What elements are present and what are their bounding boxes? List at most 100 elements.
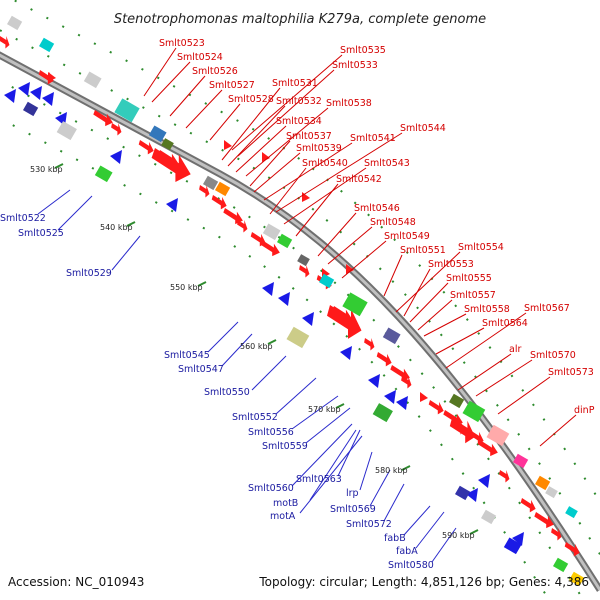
gene-label: Smlt0527 [209, 80, 255, 91]
forward-gene-arrow [428, 400, 444, 415]
gene-box [286, 326, 310, 349]
reverse-gene-arrow [30, 86, 42, 100]
gene-label: Smlt0528 [228, 94, 274, 105]
topology-label: Topology: circular; Length: 4,851,126 bp… [258, 575, 589, 589]
kbp-tick [469, 529, 479, 535]
leader-line-reverse [359, 451, 373, 491]
gene-box [148, 125, 167, 143]
leader-line-forward [497, 376, 551, 415]
gene-label: Smlt0580 [388, 560, 434, 571]
gene-label: Smlt0541 [350, 133, 396, 144]
forward-gene-arrow [564, 542, 580, 557]
reverse-gene-arrow [368, 374, 380, 388]
leader-line-forward [395, 251, 461, 313]
reverse-gene-arrow [278, 292, 290, 306]
forward-gene-arrow [478, 440, 498, 457]
gene-label: Smlt0526 [192, 66, 238, 77]
leader-line-reverse [291, 423, 353, 487]
gene-box [342, 292, 368, 317]
forward-gene-arrow [262, 152, 270, 162]
gene-label: Smlt0545 [164, 350, 210, 361]
forward-gene-arrow [223, 208, 243, 225]
forward-gene-arrow [138, 140, 154, 155]
gene-label: motA [270, 511, 296, 522]
gene-box [39, 37, 55, 53]
leader-line-forward [283, 167, 367, 225]
gene-label: Smlt0535 [340, 45, 386, 56]
forward-gene-arrow [224, 140, 232, 150]
gene-box [462, 400, 486, 423]
leader-line-reverse [221, 333, 253, 367]
gene-label: Smlt0564 [482, 318, 528, 329]
leader-line-forward [275, 132, 403, 213]
reverse-gene-arrow [166, 198, 178, 212]
gc-dot-line [0, 117, 551, 600]
leader-line-forward [235, 125, 287, 173]
gene-label: Smlt0533 [332, 60, 378, 71]
leader-line-forward [435, 327, 485, 355]
gene-box [297, 254, 310, 267]
gene-label: Smlt0554 [458, 242, 504, 253]
kbp-label: 550 kbp [170, 283, 203, 292]
forward-gene-arrow [111, 123, 122, 136]
gene-label: Smlt0538 [326, 98, 372, 109]
gene-label: Smlt0544 [400, 123, 446, 134]
forward-gene-arrow [401, 376, 412, 389]
gene-label: lrp [346, 488, 359, 499]
forward-gene-arrow [346, 264, 354, 274]
forward-gene-arrow [520, 498, 536, 513]
leader-line-reverse [309, 429, 357, 501]
leader-line-reverse [111, 235, 141, 271]
gene-label: Smlt0567 [524, 303, 570, 314]
map-title: Stenotrophomonas maltophilia K279a, comp… [114, 12, 486, 27]
forward-gene-arrow [93, 110, 113, 127]
reverse-gene-arrow [512, 532, 524, 546]
reverse-gene-arrow [302, 312, 314, 326]
forward-gene-arrow [364, 338, 375, 351]
reverse-gene-arrow [340, 346, 352, 360]
gene-label: Smlt0563 [296, 474, 342, 485]
gene-label: Smlt0569 [330, 504, 376, 515]
leader-line-forward [409, 282, 449, 323]
kbp-label: 590 kbp [442, 531, 475, 540]
kbp-label: 570 kbp [308, 405, 341, 414]
leader-line-reverse [275, 377, 317, 415]
leader-line-forward [249, 140, 291, 187]
leader-line-reverse [305, 407, 351, 444]
leader-line-forward [341, 240, 387, 279]
leader-line-forward [457, 353, 512, 391]
leader-line-forward [253, 152, 301, 193]
gene-label: Smlt0543 [364, 158, 410, 169]
gene-label: Smlt0553 [428, 259, 474, 270]
gene-box [486, 424, 510, 447]
leader-line-forward [245, 107, 329, 177]
leader-line-forward [185, 89, 223, 129]
forward-gene-arrow [299, 265, 310, 278]
leader-line-reverse [299, 435, 363, 514]
gene-box [277, 233, 293, 249]
gene-label: Smlt0542 [336, 174, 382, 185]
gene-box [513, 453, 529, 469]
leader-line-forward [445, 312, 527, 369]
gene-box [569, 571, 585, 587]
kbp-tick [401, 465, 411, 471]
gene-label: Smlt0537 [286, 131, 332, 142]
kbp-label: 540 kbp [100, 223, 133, 232]
leader-line-reverse [415, 511, 445, 549]
leader-line-reverse [369, 469, 391, 507]
reverse-gene-arrow [110, 150, 122, 164]
gene-label: Smlt0531 [272, 78, 318, 89]
forward-gene-arrow [534, 512, 554, 529]
gene-label: Smlt0572 [346, 519, 392, 530]
label-leaders [37, 47, 577, 563]
gene-label: fabB [384, 533, 406, 544]
gene-label: Smlt0547 [178, 364, 224, 375]
forward-gene-arrow [390, 365, 410, 382]
gene-box [94, 165, 113, 183]
gene-label: Smlt0529 [66, 268, 112, 279]
gene-label: fabA [396, 546, 418, 557]
leader-line-forward [327, 226, 373, 265]
reverse-gene-arrow [18, 82, 30, 96]
gc-dot-line [0, 29, 600, 557]
kbp-tick [126, 221, 136, 227]
